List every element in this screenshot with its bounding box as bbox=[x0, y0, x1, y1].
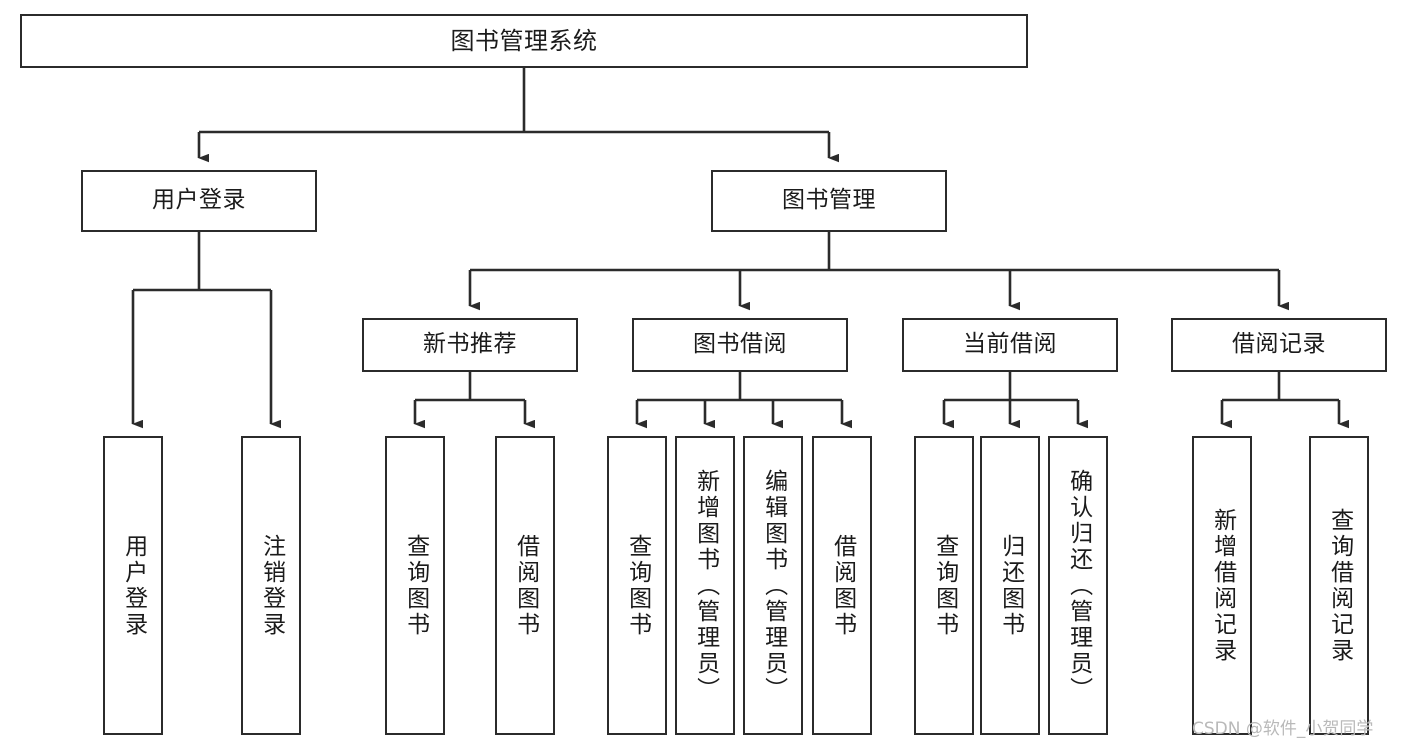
node-borrow-record-label: 借阅记录 bbox=[1232, 331, 1326, 358]
node-leaf-borrow-book-2[interactable]: 借阅图书 bbox=[812, 436, 872, 735]
node-leaf-borrow-book-2-label: 借阅图书 bbox=[829, 533, 856, 638]
node-leaf-query-book-3[interactable]: 查询图书 bbox=[914, 436, 974, 735]
node-leaf-logout[interactable]: 注销登录 bbox=[241, 436, 301, 735]
node-leaf-user-login-label: 用户登录 bbox=[120, 533, 147, 638]
node-current-borrow-label: 当前借阅 bbox=[963, 331, 1057, 358]
node-user-login[interactable]: 用户登录 bbox=[81, 170, 317, 232]
node-leaf-add-record[interactable]: 新增借阅记录 bbox=[1192, 436, 1252, 735]
node-leaf-add-book[interactable]: 新增图书（管理员） bbox=[675, 436, 735, 735]
node-root[interactable]: 图书管理系统 bbox=[20, 14, 1028, 68]
node-leaf-borrow-book-1-label: 借阅图书 bbox=[512, 533, 539, 638]
node-book-borrow-label: 图书借阅 bbox=[693, 331, 787, 358]
node-leaf-query-record-label: 查询借阅记录 bbox=[1326, 507, 1353, 664]
node-leaf-edit-book[interactable]: 编辑图书（管理员） bbox=[743, 436, 803, 735]
node-leaf-borrow-book-1[interactable]: 借阅图书 bbox=[495, 436, 555, 735]
node-leaf-query-book-1[interactable]: 查询图书 bbox=[385, 436, 445, 735]
node-leaf-add-book-label: 新增图书（管理员） bbox=[692, 468, 719, 703]
node-leaf-query-book-2-label: 查询图书 bbox=[624, 533, 651, 638]
node-leaf-user-login[interactable]: 用户登录 bbox=[103, 436, 163, 735]
node-leaf-query-book-1-label: 查询图书 bbox=[402, 533, 429, 638]
node-leaf-query-book-2[interactable]: 查询图书 bbox=[607, 436, 667, 735]
node-leaf-query-book-3-label: 查询图书 bbox=[931, 533, 958, 638]
node-new-book-recommend-label: 新书推荐 bbox=[423, 331, 517, 358]
node-new-book-recommend[interactable]: 新书推荐 bbox=[362, 318, 578, 372]
node-current-borrow[interactable]: 当前借阅 bbox=[902, 318, 1118, 372]
node-leaf-return-book-label: 归还图书 bbox=[997, 533, 1024, 638]
csdn-watermark: CSDN @软件_小贺同学 bbox=[1192, 719, 1374, 739]
node-book-manage[interactable]: 图书管理 bbox=[711, 170, 947, 232]
node-leaf-confirm-return[interactable]: 确认归还（管理员） bbox=[1048, 436, 1108, 735]
node-leaf-confirm-return-label: 确认归还（管理员） bbox=[1065, 468, 1092, 703]
node-borrow-record[interactable]: 借阅记录 bbox=[1171, 318, 1387, 372]
node-leaf-add-record-label: 新增借阅记录 bbox=[1209, 507, 1236, 664]
node-leaf-return-book[interactable]: 归还图书 bbox=[980, 436, 1040, 735]
node-user-login-label: 用户登录 bbox=[152, 187, 246, 214]
node-leaf-edit-book-label: 编辑图书（管理员） bbox=[760, 468, 787, 703]
node-book-borrow[interactable]: 图书借阅 bbox=[632, 318, 848, 372]
node-leaf-query-record[interactable]: 查询借阅记录 bbox=[1309, 436, 1369, 735]
node-root-label: 图书管理系统 bbox=[450, 26, 598, 55]
node-book-manage-label: 图书管理 bbox=[782, 187, 876, 214]
node-leaf-logout-label: 注销登录 bbox=[258, 533, 285, 638]
